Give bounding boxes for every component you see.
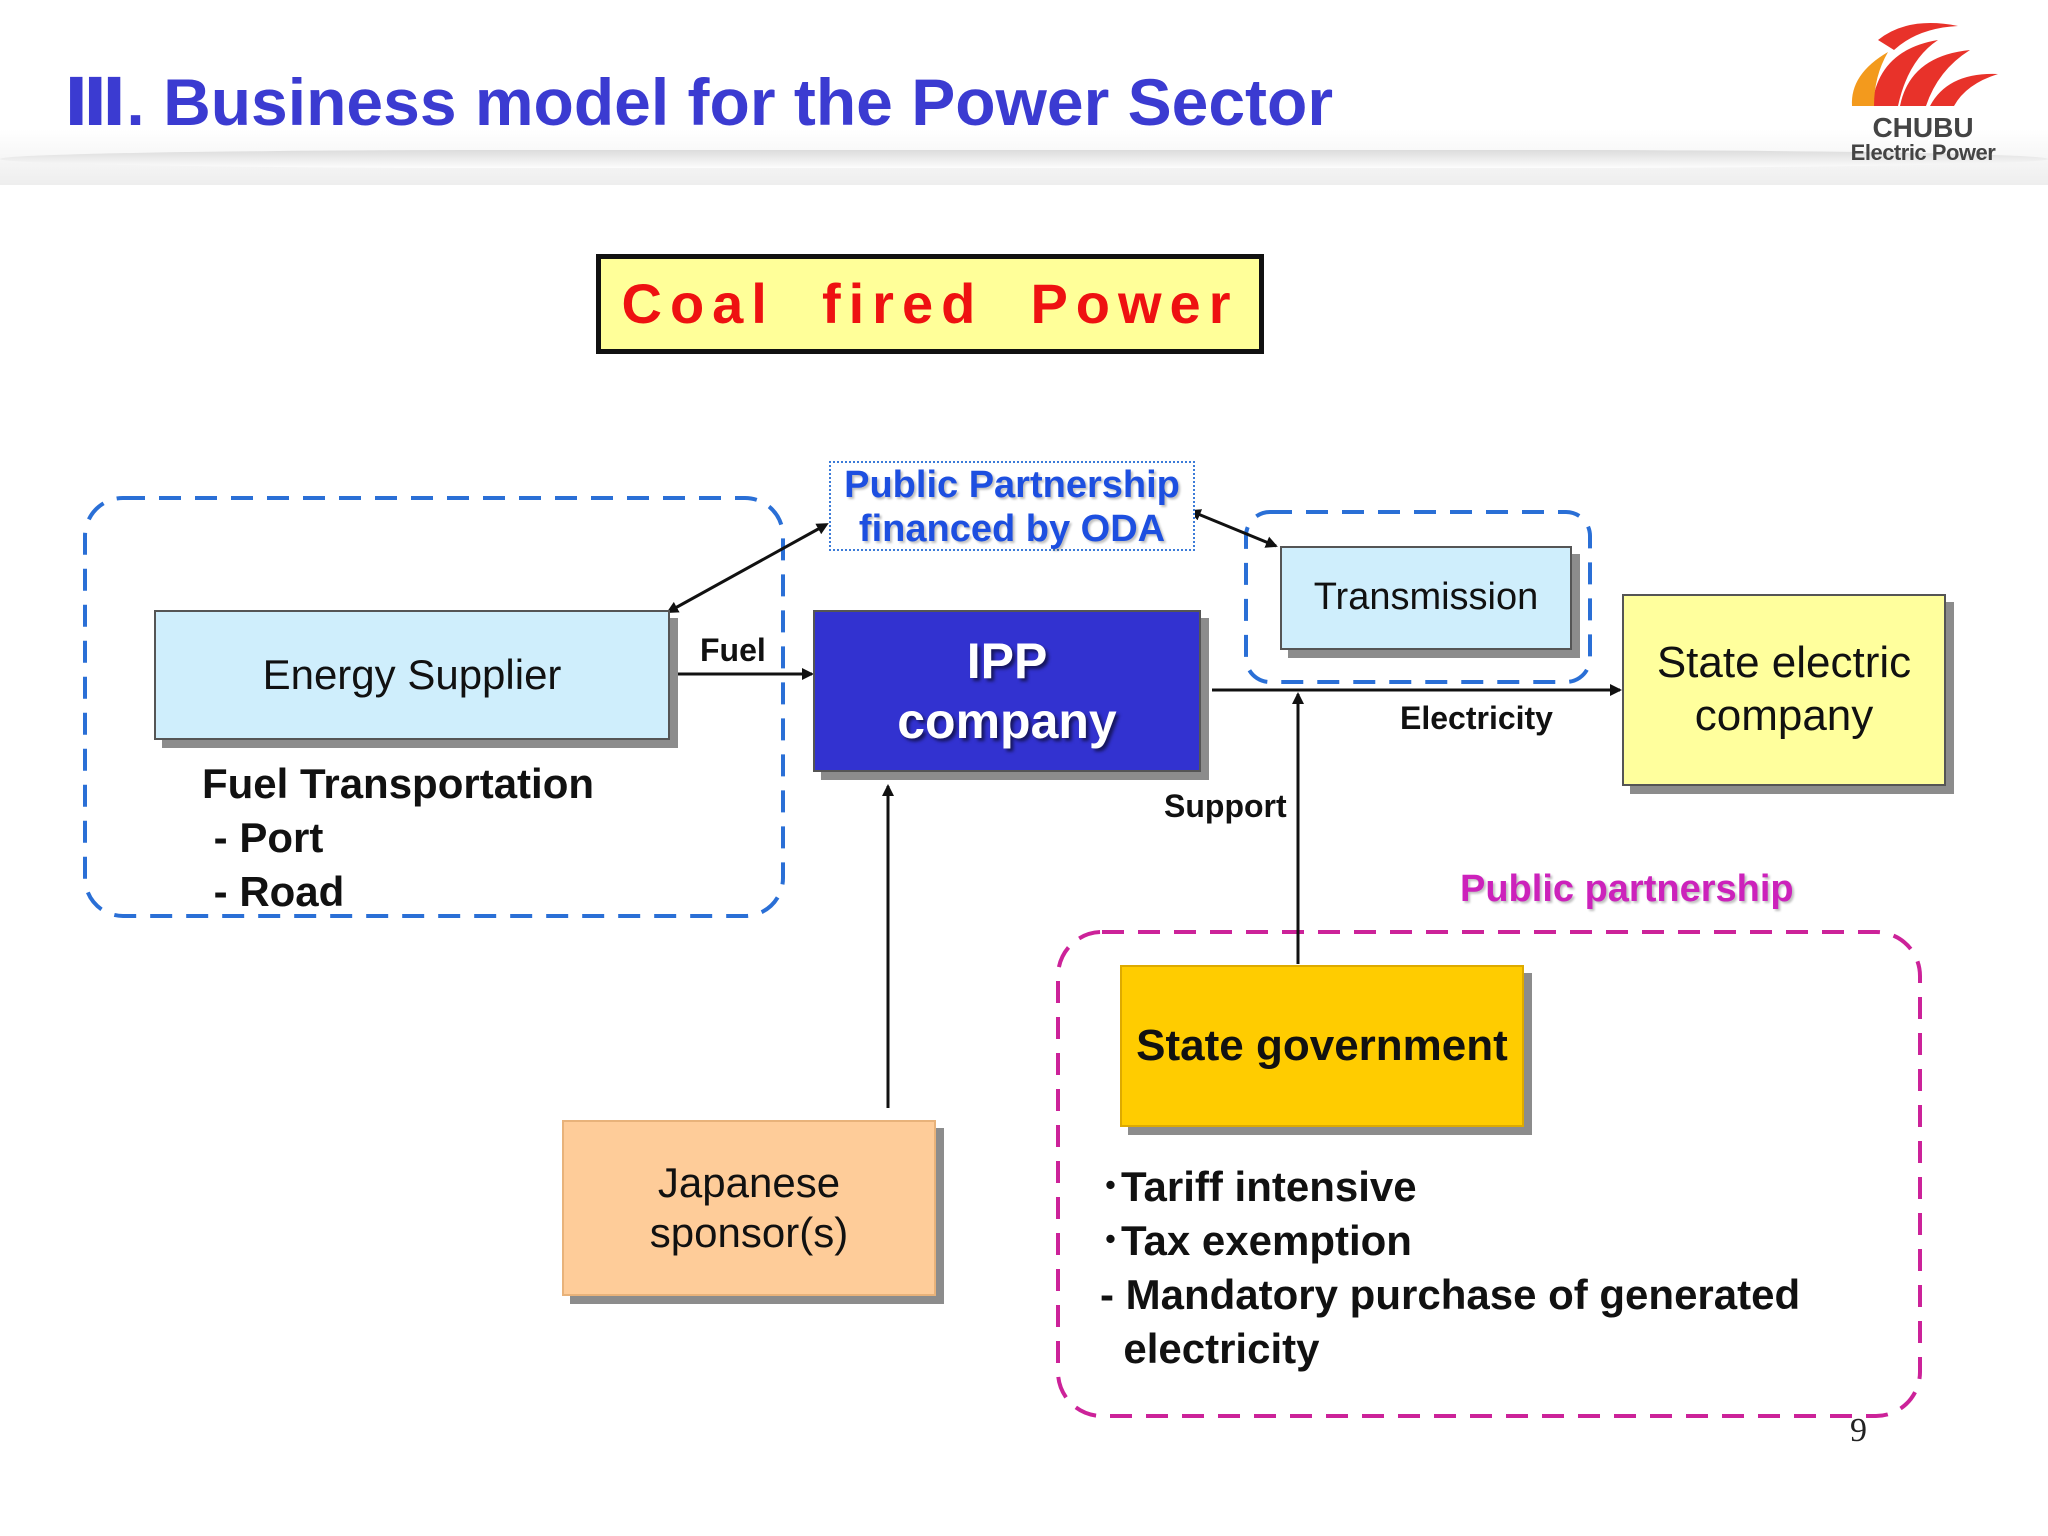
- support-label: Support: [1164, 788, 1287, 824]
- fuel-transport-item: - Road: [202, 868, 345, 915]
- electricity-label: Electricity: [1400, 700, 1553, 736]
- fuel-transport-list: Fuel Transportation - Port - Road: [202, 757, 594, 919]
- state-electric-company-box: State electric company: [1622, 594, 1946, 786]
- chubu-logo-icon: [1851, 23, 1998, 106]
- transmission-label: Transmission: [1313, 576, 1539, 619]
- header-divider: [0, 150, 2048, 168]
- oda-line2: financed by ODA: [858, 508, 1166, 550]
- transmission-group-outline: [1244, 510, 1592, 684]
- transmission-box: Transmission: [1280, 546, 1572, 650]
- oda-line1: Public Partnership: [844, 464, 1180, 506]
- energy-supplier-box: Energy Supplier: [154, 610, 670, 740]
- list-item: - Mandatory purchase of generated: [1100, 1271, 1801, 1318]
- list-item: ･Tariff intensive: [1100, 1163, 1417, 1210]
- public-partnership-outline: [1056, 930, 1922, 1418]
- page-number: 9: [1850, 1412, 1867, 1449]
- oda-left-arrow: [666, 523, 829, 614]
- public-partnership-label: Public partnership: [1460, 868, 1794, 910]
- fuel-label: Fuel: [700, 632, 766, 668]
- list-item: electricity: [1100, 1325, 1320, 1372]
- fuel-transport-heading: Fuel Transportation: [202, 760, 595, 807]
- sponsor-line1: Japanese: [657, 1158, 841, 1206]
- government-support-list: ･Tariff intensive ･Tax exemption - Manda…: [1100, 1160, 1800, 1376]
- ipp-label-line1: IPP: [966, 633, 1048, 689]
- oda-partnership-label: Public Partnership financed by ODA: [829, 461, 1195, 551]
- logo-name: CHUBU: [1872, 112, 1974, 143]
- logo-subtitle: Electric Power: [1850, 140, 1996, 165]
- ipp-label-line2: company: [897, 693, 1117, 749]
- state-electric-line1: State electric: [1656, 638, 1912, 688]
- headline-box: Coal fired Power: [596, 254, 1264, 354]
- sponsor-line2: sponsor(s): [649, 1209, 849, 1256]
- page-title: Ⅲ. Business model for the Power Sector: [64, 65, 1334, 139]
- state-government-box: State government: [1120, 965, 1524, 1127]
- japanese-sponsor-box: Japanese sponsor(s): [562, 1120, 936, 1296]
- fuel-transport-item: - Port: [202, 814, 324, 861]
- state-government-label: State government: [1136, 1020, 1508, 1070]
- list-item: ･Tax exemption: [1100, 1217, 1412, 1264]
- state-electric-line2: company: [1694, 691, 1874, 740]
- oda-right-arrow: [1188, 509, 1278, 548]
- energy-supplier-label: Energy Supplier: [262, 650, 562, 698]
- ipp-company-box: IPP company: [813, 610, 1201, 772]
